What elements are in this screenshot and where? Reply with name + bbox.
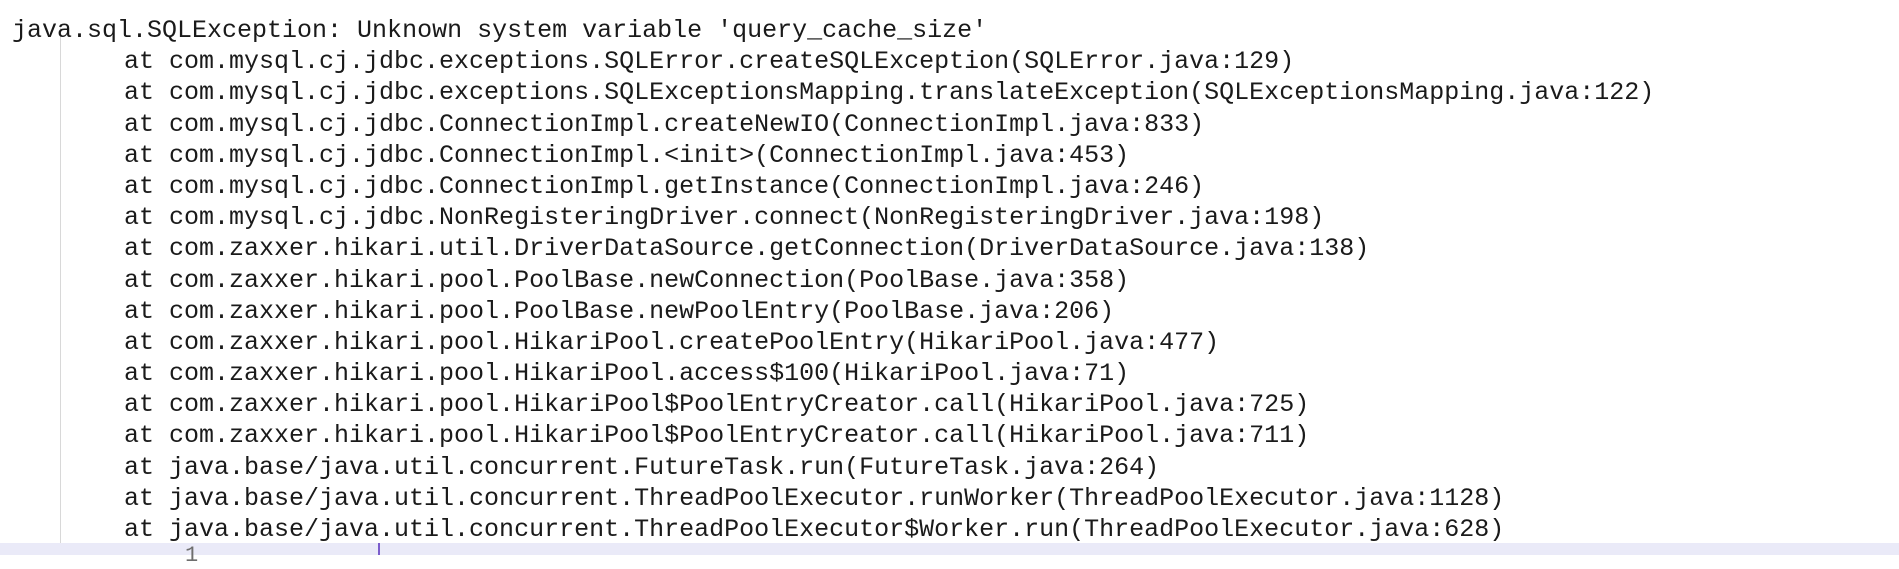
- stack-frame: at com.zaxxer.hikari.pool.HikariPool.acc…: [124, 359, 1130, 389]
- stack-frame: at com.zaxxer.hikari.pool.HikariPool.cre…: [124, 327, 1220, 357]
- stack-frame: at com.mysql.cj.jdbc.ConnectionImpl.<ini…: [124, 140, 1130, 170]
- stack-frame: at com.mysql.cj.jdbc.NonRegisteringDrive…: [124, 203, 1325, 233]
- stack-frame: at com.zaxxer.hikari.pool.PoolBase.newPo…: [124, 296, 1115, 326]
- text-caret: [378, 543, 380, 555]
- line-number: 1: [185, 543, 199, 568]
- stack-frame: at com.mysql.cj.jdbc.exceptions.SQLExcep…: [124, 78, 1655, 108]
- exception-header: java.sql.SQLException: Unknown system va…: [12, 16, 988, 45]
- stack-frame: at java.base/java.util.concurrent.Future…: [124, 452, 1160, 482]
- stack-frame: at java.base/java.util.concurrent.Thread…: [124, 515, 1505, 544]
- stack-frame: at com.mysql.cj.jdbc.ConnectionImpl.crea…: [124, 109, 1205, 139]
- current-line-highlight[interactable]: 1: [0, 543, 1899, 568]
- stack-frame: at com.zaxxer.hikari.pool.HikariPool$Poo…: [124, 421, 1310, 451]
- stack-frame: at com.zaxxer.hikari.pool.HikariPool$Poo…: [124, 390, 1310, 420]
- stack-trace[interactable]: java.sql.SQLException: Unknown system va…: [12, 15, 1654, 545]
- stack-frame: at java.base/java.util.concurrent.Thread…: [124, 483, 1505, 513]
- stack-frame: at com.zaxxer.hikari.util.DriverDataSour…: [124, 234, 1370, 264]
- stack-frame: at com.mysql.cj.jdbc.exceptions.SQLError…: [124, 47, 1295, 77]
- stack-frame: at com.mysql.cj.jdbc.ConnectionImpl.getI…: [124, 171, 1205, 201]
- stack-frame: at com.zaxxer.hikari.pool.PoolBase.newCo…: [124, 265, 1130, 295]
- indent-guide: [60, 24, 61, 555]
